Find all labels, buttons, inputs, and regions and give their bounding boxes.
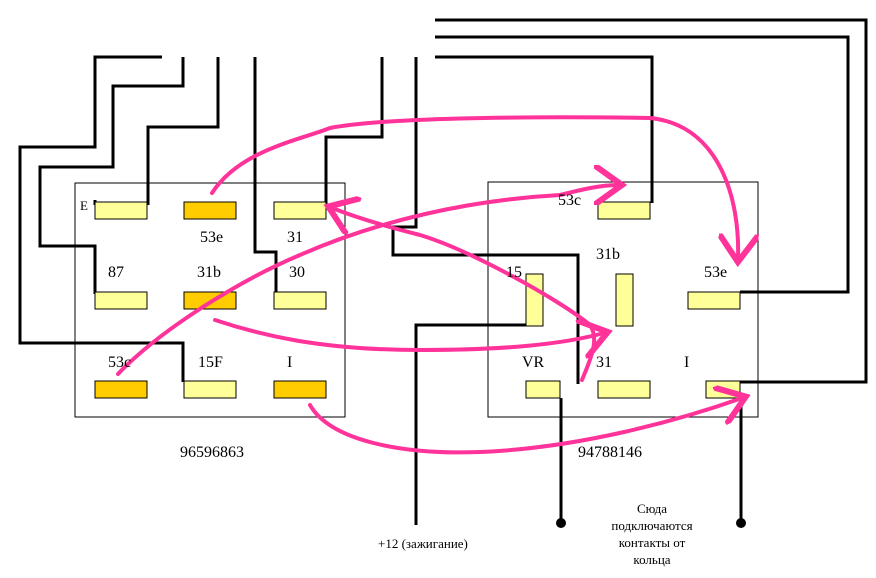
terminal-vr bbox=[556, 518, 566, 528]
wire-e-pin bbox=[146, 57, 220, 205]
part-number-left: 96596863 bbox=[180, 444, 244, 461]
pin-left-30 bbox=[273, 291, 327, 310]
label-left-30: 30 bbox=[289, 264, 305, 281]
label-left-e: E bbox=[80, 198, 88, 213]
label-right-31: 31 bbox=[596, 354, 612, 371]
part-number-right: 94788146 bbox=[578, 444, 642, 461]
arrow-53c bbox=[116, 185, 618, 376]
arrow-31b bbox=[213, 320, 604, 350]
pin-left-53c bbox=[94, 380, 148, 399]
label-left-53e: 53e bbox=[200, 229, 224, 246]
pin-left-15f bbox=[183, 380, 237, 399]
label-right-vr: VR bbox=[522, 354, 545, 371]
relay-left-pins bbox=[94, 201, 327, 399]
label-left-53c: 53c bbox=[108, 354, 132, 371]
ring-note-line-4: кольца bbox=[633, 552, 671, 567]
label-left-15f: 15F bbox=[198, 354, 223, 371]
ring-note-line-2: подключаются bbox=[611, 518, 693, 533]
pin-left-e bbox=[94, 201, 148, 220]
label-right-53c: 53c bbox=[558, 192, 582, 209]
pin-right-31 bbox=[597, 380, 651, 399]
connection-arrows bbox=[116, 115, 742, 455]
wire-30-left bbox=[324, 57, 384, 205]
arrow-53e bbox=[210, 115, 738, 258]
pin-right-i bbox=[705, 380, 741, 399]
wire-e bbox=[18, 55, 185, 382]
pin-left-i bbox=[273, 380, 327, 399]
wire-53c-pin bbox=[435, 55, 654, 203]
ring-note-line-1: Сюда bbox=[636, 501, 668, 516]
pin-left-31 bbox=[273, 201, 327, 220]
pin-right-53c bbox=[597, 201, 651, 220]
label-left-87: 87 bbox=[108, 264, 124, 281]
ring-note-line-3: контакты от bbox=[618, 535, 686, 550]
wire-53c-right bbox=[435, 35, 850, 294]
label-right-15: 15 bbox=[506, 264, 522, 281]
terminal-i bbox=[736, 518, 746, 528]
label-right-i: I bbox=[684, 354, 690, 371]
label-left-31: 31 bbox=[287, 229, 303, 246]
label-left-i: I bbox=[287, 354, 293, 371]
pin-right-53e bbox=[687, 291, 741, 310]
pin-left-53e bbox=[183, 201, 237, 220]
wire-53c-top bbox=[435, 18, 868, 384]
pin-left-87 bbox=[94, 291, 148, 310]
pin-right-31b bbox=[615, 273, 634, 327]
pin-right-15 bbox=[525, 273, 544, 327]
label-right-31b: 31b bbox=[596, 246, 620, 263]
wire-15 bbox=[391, 57, 580, 384]
label-left-31b: 31b bbox=[197, 264, 221, 281]
arrow-i bbox=[308, 398, 742, 455]
ignition-note: +12 (зажигание) bbox=[378, 536, 468, 551]
label-right-53e: 53e bbox=[704, 264, 728, 281]
ring-contacts-note: Сюда подключаются контакты от кольца bbox=[592, 500, 712, 568]
pin-right-vr bbox=[525, 380, 561, 399]
wire-87 bbox=[38, 57, 185, 294]
